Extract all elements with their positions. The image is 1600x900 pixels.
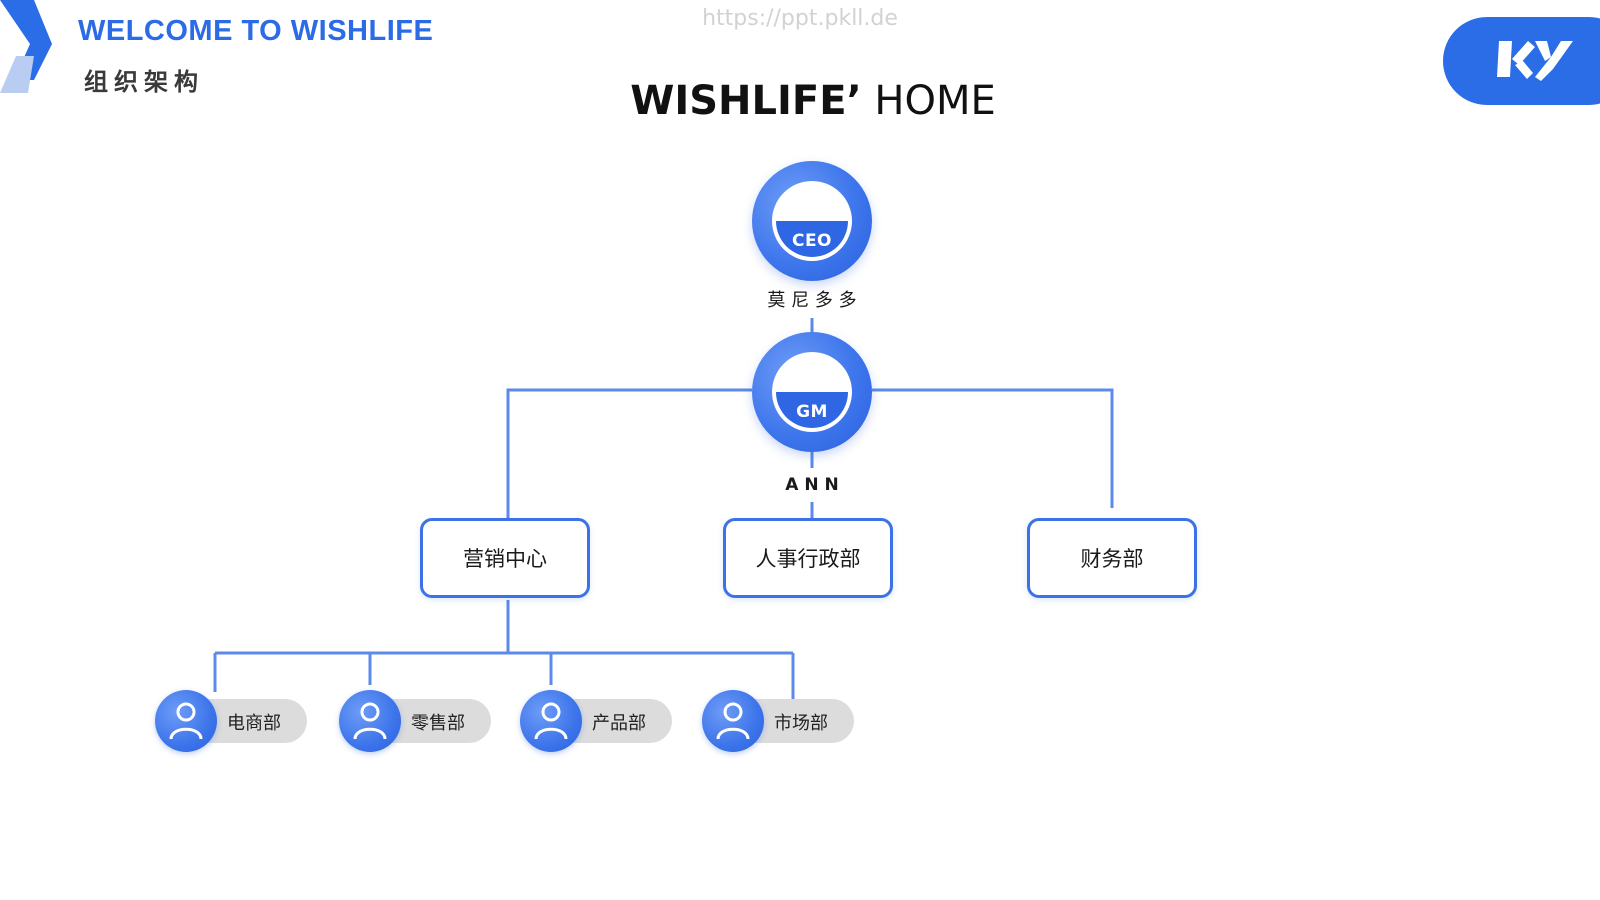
header-title: WELCOME TO WISHLIFE <box>78 15 434 47</box>
watermark-url: https://ppt.pkll.de <box>702 6 898 31</box>
gm-name: A N N <box>785 475 839 495</box>
connector-gm-left <box>506 388 752 520</box>
dept-marketing-center: 营销中心 <box>420 518 590 598</box>
ceo-ring: CEO <box>752 161 872 281</box>
dept-label: 营销中心 <box>463 547 547 571</box>
page-title-strong: WISHLIFE’ <box>630 78 862 124</box>
gm-role-label: GM <box>796 402 828 422</box>
person-icon <box>155 690 217 752</box>
person-icon <box>520 690 582 752</box>
ceo-name: 莫 尼 多 多 <box>767 290 857 311</box>
ceo-node: CEO <box>752 161 872 281</box>
sub-dept-retail: 零售部 <box>339 690 491 752</box>
sub-dept-label: 零售部 <box>411 713 465 734</box>
dept-label: 财务部 <box>1080 547 1144 571</box>
ky-logo-icon <box>1497 41 1573 81</box>
person-icon <box>702 690 764 752</box>
sub-dept-label: 电商部 <box>227 713 281 734</box>
person-icon <box>339 690 401 752</box>
gm-ring: GM <box>752 332 872 452</box>
sub-dept-product: 产品部 <box>520 690 672 752</box>
dept-label: 人事行政部 <box>755 547 861 571</box>
dept-hr-admin: 人事行政部 <box>723 518 893 598</box>
header-subtitle: 组织架构 <box>84 68 204 96</box>
sub-dept-label: 产品部 <box>592 713 646 734</box>
dept-finance: 财务部 <box>1027 518 1197 598</box>
header-chevron-icon <box>0 0 52 93</box>
sub-dept-label: 市场部 <box>774 713 828 734</box>
gm-node: GM <box>752 332 872 452</box>
sub-dept-market: 市场部 <box>702 690 854 752</box>
ceo-role-label: CEO <box>791 231 833 251</box>
page-title-light: HOME <box>861 78 996 124</box>
page-title: WISHLIFE’ HOME <box>500 78 1126 124</box>
sub-dept-ecommerce: 电商部 <box>155 690 307 752</box>
